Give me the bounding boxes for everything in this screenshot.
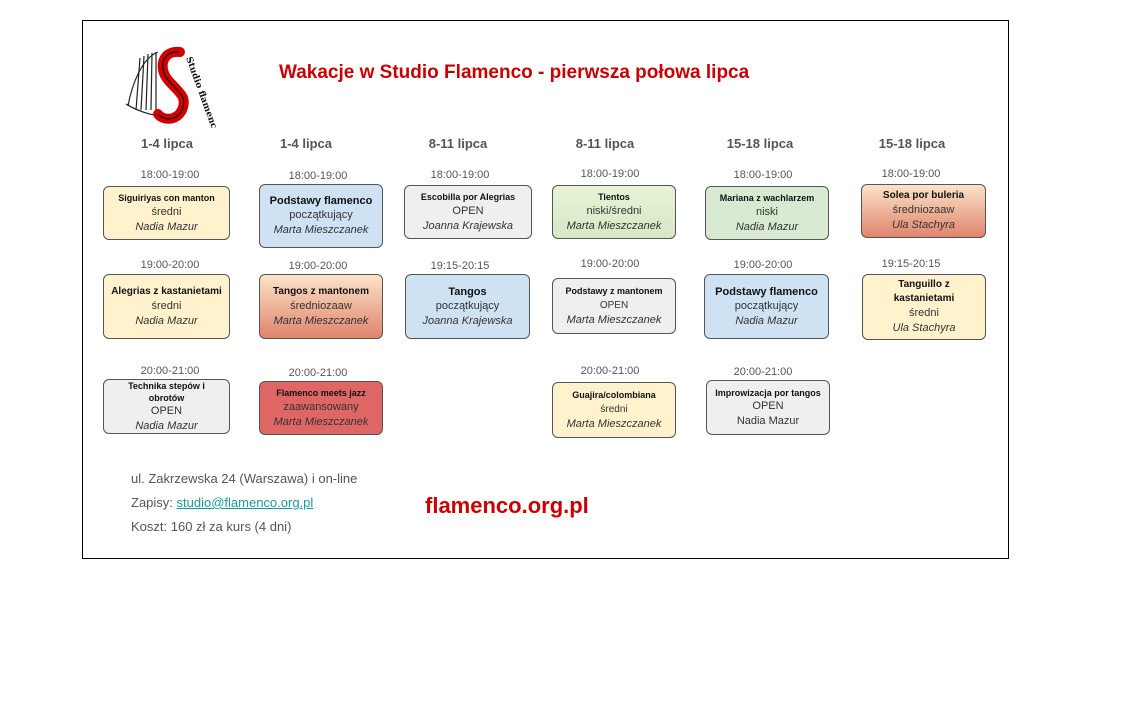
class-name: Improwizacja por tangos [715, 387, 821, 398]
class-name: Tientos [598, 192, 630, 202]
class-name: Tangos [448, 285, 487, 298]
signup-line: Zapisy: studio@flamenco.org.pl [131, 495, 313, 510]
class-level: średniozaaw [892, 204, 955, 216]
address-text: ul. Zakrzewska 24 (Warszawa) i on-line [131, 471, 358, 486]
class-level: OPEN [599, 300, 629, 311]
slot-time: 19:00-20:00 [580, 258, 640, 270]
class-card[interactable]: Tanguillo z kastanietami średni Ula Stac… [862, 274, 986, 340]
class-card[interactable]: Escobilla por Alegrias OPEN Joanna Kraje… [404, 185, 532, 239]
class-card[interactable]: Podstawy flamenco początkujący Marta Mie… [259, 184, 383, 248]
class-level: średni [151, 299, 182, 312]
class-card[interactable]: Tientos niski/średni Marta Mieszczanek [552, 185, 676, 239]
class-name: Tangos z mantonem [273, 285, 369, 297]
class-name: Solea por buleria [882, 190, 965, 201]
class-card[interactable]: Podstawy z mantonem OPEN Marta Mieszczan… [552, 278, 676, 334]
class-card[interactable]: Solea por buleria średniozaaw Ula Stachy… [861, 184, 986, 238]
class-name: Technika stepów i obrotów [128, 380, 205, 403]
class-teacher: Marta Mieszczanek [273, 416, 369, 428]
class-card[interactable]: Flamenco meets jazz zaawansowany Marta M… [259, 381, 383, 435]
class-name: Guajira/colombiana [572, 390, 656, 400]
class-teacher: Marta Mieszczanek [566, 220, 662, 232]
class-name: Flamenco meets jazz [276, 388, 366, 398]
slot-time: 18:00-19:00 [881, 168, 941, 180]
class-name: Podstawy flamenco [715, 285, 818, 298]
cost-text: Koszt: 160 zł za kurs (4 dni) [131, 519, 292, 534]
schedule-frame [82, 20, 1009, 559]
class-name: Alegrias z kastanietami [111, 285, 222, 297]
slot-time: 20:00-21:00 [580, 365, 640, 377]
slot-time: 18:00-19:00 [733, 169, 793, 181]
slot-time: 18:00-19:00 [580, 168, 640, 180]
class-level: OPEN [752, 399, 784, 412]
class-teacher: Nadia Mazur [735, 314, 798, 327]
class-name: Podstawy flamenco [269, 195, 373, 207]
column-header: 1-4 lipca [140, 136, 194, 151]
class-teacher: Nadia Mazur [735, 221, 799, 233]
class-teacher: Ula Stachyra [892, 322, 956, 334]
class-card[interactable]: Siguiriyas con manton średni Nadia Mazur [103, 186, 230, 240]
class-name: Mariana z wachlarzem [719, 193, 815, 203]
class-level: niski [755, 206, 778, 218]
class-level: zaawansowany [283, 401, 359, 413]
class-level: średni [151, 206, 182, 218]
class-level: początkujący [734, 299, 799, 312]
class-name: Tanguillo z kastanietami [893, 279, 955, 304]
class-teacher: Marta Mieszczanek [566, 418, 662, 430]
slot-time: 19:00-20:00 [288, 260, 348, 272]
class-level: początkujący [289, 209, 353, 221]
class-card[interactable]: Podstawy flamenco początkujący Nadia Maz… [704, 274, 829, 339]
slot-time: 19:15-20:15 [430, 260, 490, 272]
class-card[interactable]: Alegrias z kastanietami średni Nadia Maz… [103, 274, 230, 339]
slot-time: 20:00-21:00 [733, 366, 793, 378]
class-level: średniozaaw [290, 299, 352, 312]
logo-text: Studio flamenco [183, 56, 220, 128]
class-card[interactable]: Tangos początkujący Joanna Krajewska [405, 274, 530, 339]
class-level: średni [909, 307, 939, 319]
class-card[interactable]: Improwizacja por tangos OPEN Nadia Mazur [706, 380, 830, 435]
class-level: OPEN [452, 205, 484, 217]
class-teacher: Marta Mieszczanek [273, 224, 369, 236]
column-header: 15-18 lipca [726, 136, 794, 151]
signup-email-link[interactable]: studio@flamenco.org.pl [176, 495, 314, 510]
class-name: Siguiriyas con manton [118, 193, 215, 203]
class-name: Escobilla por Alegrias [420, 192, 516, 202]
class-teacher: Joanna Krajewska [422, 314, 513, 327]
class-teacher: Joanna Krajewska [423, 220, 513, 232]
slot-time: 19:00-20:00 [140, 259, 200, 271]
class-teacher: Nadia Mazur [135, 419, 198, 432]
class-card[interactable]: Technika stepów i obrotów OPEN Nadia Maz… [103, 379, 230, 434]
signup-label: Zapisy: [131, 495, 177, 510]
class-level: OPEN [150, 404, 183, 417]
class-teacher: Nadia Mazur [135, 221, 198, 233]
website-label: flamenco.org.pl [425, 493, 589, 518]
class-teacher: Marta Mieszczanek [566, 314, 662, 326]
page-title: Wakacje w Studio Flamenco - pierwsza poł… [279, 62, 750, 83]
column-header: 8-11 lipca [428, 136, 488, 151]
class-card[interactable]: Guajira/colombiana średni Marta Mieszcza… [552, 382, 676, 438]
class-card[interactable]: Mariana z wachlarzem niski Nadia Mazur [705, 186, 829, 240]
class-teacher: Nadia Mazur [135, 314, 198, 327]
class-name: Podstawy z mantonem [565, 286, 663, 296]
class-teacher: Marta Mieszczanek [273, 314, 369, 327]
slot-time: 18:00-19:00 [430, 169, 490, 181]
class-level: średni [600, 404, 628, 415]
slot-time: 20:00-21:00 [140, 365, 200, 377]
class-teacher: Nadia Mazur [736, 414, 800, 427]
class-level: niski/średni [586, 205, 642, 217]
column-header: 15-18 lipca [878, 136, 946, 151]
studio-flamenco-logo: Studio flamenco [125, 46, 221, 128]
slot-time: 18:00-19:00 [288, 170, 348, 182]
column-header: 8-11 lipca [575, 136, 635, 151]
column-header: 1-4 lipca [279, 136, 333, 151]
class-card[interactable]: Tangos z mantonem średniozaaw Marta Mies… [259, 274, 383, 339]
slot-time: 19:00-20:00 [733, 259, 793, 271]
slot-time: 20:00-21:00 [288, 367, 348, 379]
class-teacher: Ula Stachyra [892, 219, 955, 231]
slot-time: 19:15-20:15 [881, 258, 941, 270]
class-level: początkujący [435, 299, 500, 312]
slot-time: 18:00-19:00 [140, 169, 200, 181]
